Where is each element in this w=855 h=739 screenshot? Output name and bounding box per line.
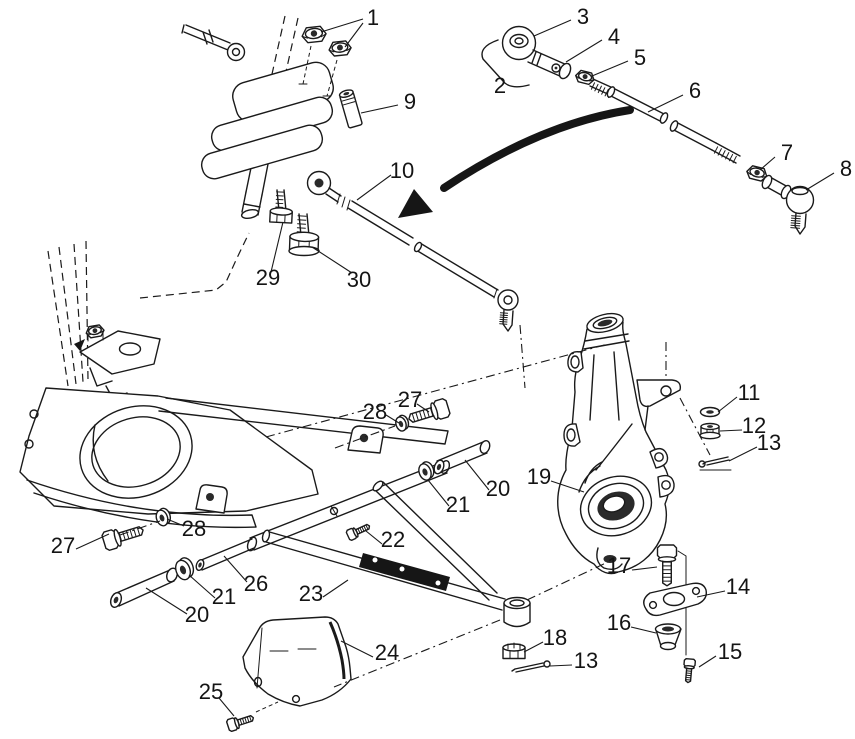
callout-13-lower: 13: [574, 648, 598, 673]
bushing-20-left: [109, 567, 179, 609]
callout-20-right: 20: [486, 476, 510, 501]
castle-nut-18: [502, 643, 526, 660]
callout-9: 9: [404, 89, 416, 114]
cotter-pin-13-lower: [512, 661, 550, 672]
ball-joint-boss: [504, 598, 530, 627]
frame-hidden-tube: [59, 247, 76, 384]
a-arm-leg-front: [371, 479, 497, 600]
callout-16: 16: [607, 610, 631, 635]
frame-hidden-edge: [140, 233, 249, 298]
callout-28-front: 28: [363, 399, 387, 424]
frame-bracket-front: [348, 426, 383, 453]
spindle-washer-11: [701, 408, 720, 417]
rod-end-3-4: [503, 27, 573, 81]
bolt-27-left: [101, 521, 146, 551]
post-nut-1a: [300, 25, 328, 44]
a-arm-mount-plate: [359, 553, 450, 591]
callout-19: 19: [527, 464, 551, 489]
bolt-17: [658, 545, 677, 586]
bolt-25-alignment: [256, 702, 278, 712]
bolt-15: [682, 659, 695, 684]
direction-arrow-icon: [398, 110, 630, 218]
washer-28-front: [393, 413, 412, 434]
callouts: 1 3 4 5 2 6 7 8 9 10 29 30 11 12 13 27 2…: [51, 4, 852, 704]
callout-21-left: 21: [212, 584, 236, 609]
spindle-nut-12: [700, 424, 720, 439]
tie-rod-assembly-upper: [482, 27, 814, 235]
callout-12: 12: [742, 413, 766, 438]
callout-8: 8: [840, 156, 852, 181]
frame-hidden-tube: [48, 251, 68, 386]
tie-rod-10: [308, 172, 519, 332]
callout-27-front: 27: [398, 387, 422, 412]
bushing-20-right: [432, 439, 491, 475]
tie-rod-ear-lower: [564, 424, 580, 446]
frame: [20, 233, 448, 527]
callout-25: 25: [199, 679, 223, 704]
callout-6: 6: [689, 78, 701, 103]
callout-30: 30: [347, 267, 371, 292]
sleeve-tube-26: [195, 539, 254, 571]
knuckle-lower-boss: [597, 548, 622, 569]
bolt-25: [226, 712, 255, 732]
frame-hidden-tube: [86, 241, 88, 380]
callout-15: 15: [718, 639, 742, 664]
callout-17: 17: [607, 553, 631, 578]
bolt-29: [269, 190, 294, 224]
callout-leader-lines: [76, 19, 834, 716]
hub-bearing-rings: [573, 462, 659, 545]
steering-knuckle-19: [558, 310, 681, 573]
caliper-ear-lower: [658, 476, 674, 497]
callout-3: 3: [577, 4, 589, 29]
cotter-pin-13-upper: [699, 457, 731, 470]
position-arrow-marker: [74, 339, 85, 351]
bracket-2-mark: [482, 40, 529, 87]
caliper-ear-upper: [650, 449, 668, 468]
tie-rod-end-8: [760, 174, 813, 234]
callout-28-left: 28: [182, 516, 206, 541]
callout-22: 22: [381, 527, 405, 552]
clamp-spacer-9: [339, 89, 363, 129]
callout-1: 1: [367, 5, 379, 30]
adjuster-rod-6: [590, 79, 740, 163]
callout-10: 10: [390, 158, 414, 183]
callout-20-left: 20: [185, 602, 209, 627]
callout-27-left: 27: [51, 533, 75, 558]
callout-24: 24: [375, 640, 399, 665]
callout-23: 23: [299, 581, 323, 606]
jam-nut-5: [573, 68, 596, 86]
mount-plate-14: [644, 583, 707, 615]
frame-bracket-rear: [196, 485, 227, 513]
callout-18: 18: [543, 625, 567, 650]
knuckle-arm: [637, 380, 680, 430]
callout-11: 11: [738, 380, 761, 405]
callout-7: 7: [781, 140, 793, 165]
callout-29: 29: [256, 265, 280, 290]
steering-post-assembly: [182, 16, 362, 256]
handlebar-rod: [182, 25, 245, 61]
a-arm-assembly: [109, 439, 550, 672]
callout-4: 4: [608, 24, 620, 49]
callout-14: 14: [726, 574, 750, 599]
frame-hidden-tube: [74, 244, 83, 382]
frame-top-plate: [74, 323, 160, 399]
bolt-22: [331, 506, 372, 541]
callout-21-right: 21: [446, 492, 470, 517]
cone-bushing-16: [656, 624, 682, 650]
frame-lower-rail: [27, 480, 256, 527]
assembly-axis-17-15: [678, 551, 686, 655]
callout-13-upper: 13: [757, 430, 781, 455]
splash-shield-24: [243, 617, 351, 706]
callout-26: 26: [244, 571, 268, 596]
callout-2: 2: [494, 73, 506, 98]
construction-lines: [120, 325, 710, 687]
steering-post-clamp: [199, 46, 337, 182]
tie-rod-ear-upper: [568, 352, 583, 372]
callout-5: 5: [634, 45, 646, 70]
